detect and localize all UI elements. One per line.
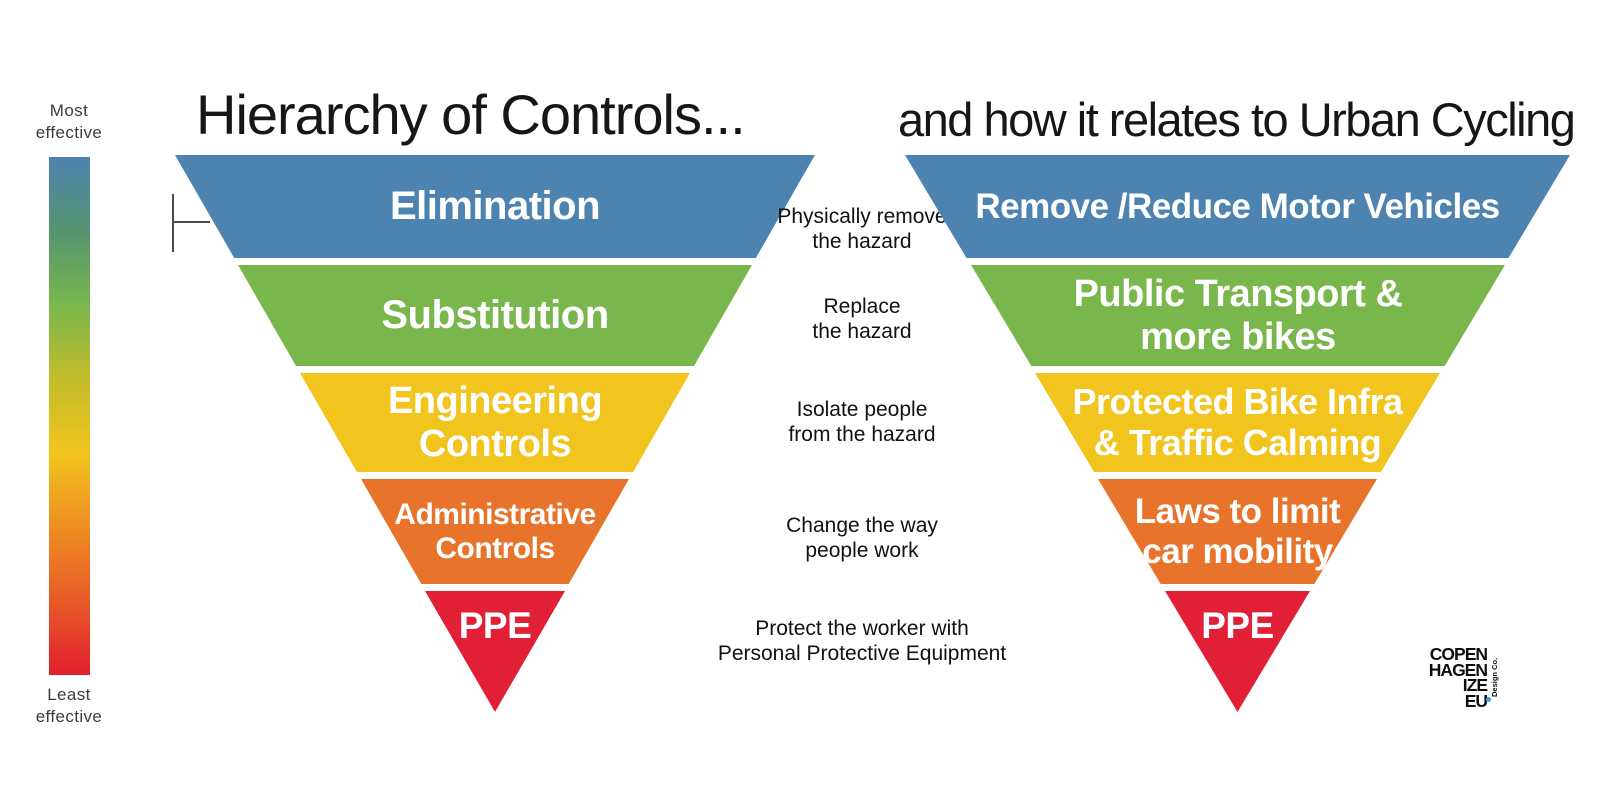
title-hierarchy-of-controls: Hierarchy of Controls...	[196, 83, 746, 146]
logo-dot-icon	[1486, 697, 1491, 702]
band-ppe: PPE	[425, 591, 565, 712]
most-effective-label: Most effective	[35, 101, 103, 143]
band-label: Protected Bike Infra& Traffic Calming	[1072, 381, 1403, 463]
band-substitution: Substitution	[238, 265, 752, 366]
band-label: Elimination	[389, 184, 601, 229]
band-remove-motor-vehicles: Remove /Reduce Motor Vehicles	[905, 155, 1570, 258]
logo-line: HAGEN	[1428, 659, 1488, 680]
logo-line: EU	[1464, 690, 1488, 711]
band-ppe-cycling: PPE	[1165, 591, 1310, 712]
band-protected-bike-infra: Protected Bike Infra& Traffic Calming	[1035, 373, 1440, 472]
effectiveness-gradient	[49, 157, 90, 675]
title-urban-cycling: and how it relates to Urban Cycling	[898, 93, 1576, 146]
band-label: Substitution	[381, 293, 609, 338]
least-effective-label: Least effective	[35, 685, 103, 727]
band-label: Public Transport &more bikes	[1073, 272, 1403, 358]
band-elimination: Elimination	[175, 155, 815, 258]
band-label: PPE	[458, 605, 532, 646]
logo-line: COPEN	[1429, 644, 1488, 664]
band-label: Remove /Reduce Motor Vehicles	[975, 186, 1500, 226]
band-label: PPE	[1201, 605, 1274, 646]
copenhagenize-logo: COPEN HAGEN IZE EU	[1400, 644, 1488, 711]
logo-line: IZE	[1462, 675, 1488, 695]
band-public-transport: Public Transport &more bikes	[971, 265, 1505, 366]
bracket-mark-vertical	[172, 194, 174, 252]
bracket-mark-horizontal	[172, 221, 210, 223]
logo-design-co-label: Design Co.	[1490, 657, 1499, 697]
